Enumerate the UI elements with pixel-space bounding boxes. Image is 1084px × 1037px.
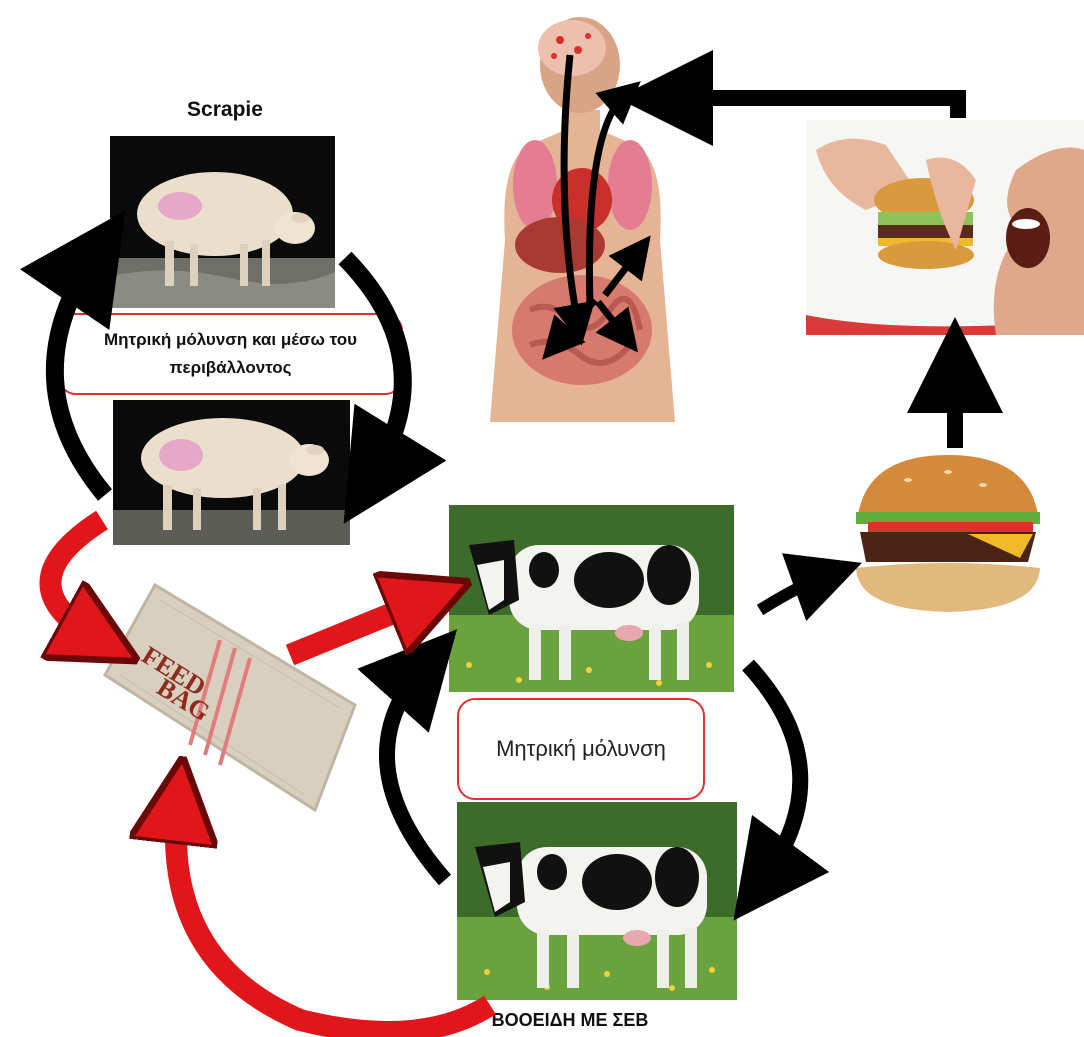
body-arrow-right-down (598, 302, 625, 336)
cattle-to-feedbag-arrow (176, 800, 490, 1032)
sheep-cycle-arrow-down (345, 258, 403, 478)
feedbag-to-cow-arrow (290, 598, 430, 655)
cow-cycle-arrow-up (387, 665, 445, 880)
body-arrow-brain-to-gut (564, 55, 578, 325)
person-to-human-arrow (665, 98, 958, 118)
sheep-cycle-arrow-up (55, 255, 105, 495)
cow-cycle-arrow-down (748, 665, 800, 882)
sheep-to-feedbag-arrow (50, 520, 102, 640)
cow-to-hamburger-arrow (760, 575, 828, 610)
body-arrow-up-right (605, 252, 638, 295)
